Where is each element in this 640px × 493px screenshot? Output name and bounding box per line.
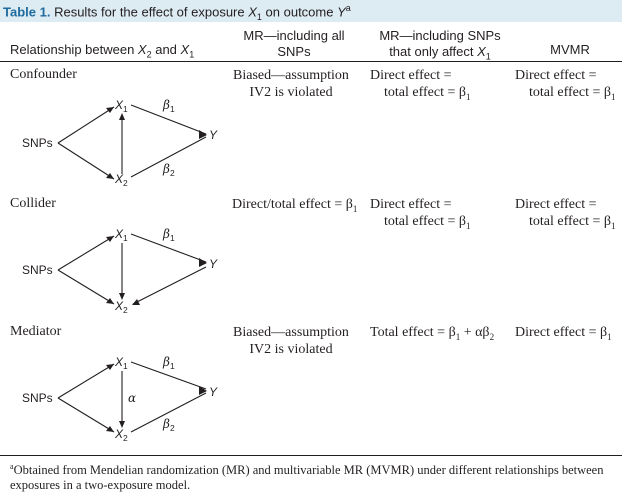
arrow-snps-x1 — [106, 107, 114, 113]
arrow-snps-x2 — [106, 426, 114, 432]
beta1-label: β1 — [162, 98, 175, 114]
node-x2: X2 — [114, 427, 128, 443]
arrow-to-y — [199, 130, 207, 139]
header-mr-all-line1: MR—including all — [243, 28, 345, 43]
edge-x1-y — [130, 104, 207, 135]
row-confounder-mr-snps: Direct effect = total effect = β1 — [370, 68, 471, 102]
header-mr-all-line2: SNPs — [277, 44, 311, 59]
beta1-label: β1 — [162, 355, 175, 371]
arrow-x1-x2 — [119, 421, 125, 428]
header-mr-snps: MR—including SNPs that only affect X1 — [365, 28, 515, 65]
edge-x1-y — [130, 233, 207, 263]
arrow-snps-x1 — [106, 364, 114, 370]
collider-diagram: SNPs X1 X2 Y β1 — [22, 227, 218, 315]
header-rel-pre: Relationship between — [10, 42, 138, 57]
footnote-text: Obtained from Mendelian randomization (M… — [10, 463, 604, 493]
edge-y-x2 — [132, 266, 207, 305]
node-y: Y — [209, 385, 218, 399]
header-rel-x2-sub: 2 — [146, 49, 152, 60]
arrow-x1-x2 — [119, 293, 125, 300]
snps-label: SNPs — [22, 263, 53, 277]
arrow-snps-x2 — [106, 298, 114, 304]
header-rule — [0, 61, 622, 62]
arrow-snps-x1 — [106, 236, 114, 242]
row-mediator-mvmr: Direct effect = β1 — [515, 325, 612, 342]
mediator-diagram: SNPs X1 X2 α Y β1 β2 — [22, 355, 218, 443]
arrow-y-x2 — [132, 299, 140, 305]
caption-sup: a — [345, 3, 351, 13]
row-mediator-mr-all: Biased—assumption IV2 is violated — [233, 325, 349, 357]
alpha-label: α — [128, 391, 136, 405]
arrow-snps-x2 — [106, 173, 114, 179]
edge-snps-x1 — [57, 106, 115, 144]
edge-x2-y — [130, 392, 207, 433]
caption-y: Y — [337, 4, 346, 20]
caption-pre: Results for the effect of exposure — [54, 4, 249, 20]
row-confounder-mvmr: Direct effect = total effect = β1 — [515, 68, 616, 102]
row-mediator-mr-snps: Total effect = β1 + αβ2 — [370, 325, 495, 342]
header-mr-snps-line2: that only affect X1 — [389, 44, 491, 62]
header-rel-x2: X — [137, 42, 147, 57]
node-x1: X1 — [114, 98, 128, 114]
row-confounder-label: Confounder — [10, 67, 77, 82]
node-y: Y — [209, 128, 218, 142]
table-caption: Table 1. Results for the effect of expos… — [3, 3, 351, 22]
node-x1: X1 — [114, 355, 128, 371]
header-relationship: Relationship between X2 and X1 — [10, 42, 194, 63]
edge-snps-x1 — [57, 235, 115, 271]
edge-x1-y — [130, 361, 207, 390]
beta2-label: β2 — [162, 417, 175, 433]
edge-snps-x1 — [57, 363, 115, 399]
row-collider-mvmr: Direct effect = total effect = β1 — [515, 197, 616, 231]
beta1-label: β1 — [162, 227, 175, 243]
snps-label: SNPs — [22, 391, 53, 405]
header-rel-and: and — [151, 42, 181, 57]
confounder-diagram: SNPs X1 X2 Y β1 β2 — [22, 98, 218, 188]
edge-x2-y — [130, 136, 207, 178]
header-rel-x1-sub: 1 — [189, 49, 195, 60]
snps-label: SNPs — [22, 136, 53, 150]
caption-x-sub: 1 — [256, 11, 262, 22]
node-y: Y — [209, 257, 218, 271]
row-mediator-label: Mediator — [10, 324, 62, 339]
table-caption-bar — [0, 0, 622, 22]
row-collider-label: Collider — [10, 196, 56, 211]
header-rel-x1: X — [180, 42, 190, 57]
node-x1: X1 — [114, 227, 128, 243]
header-mvmr: MVMR — [550, 42, 590, 57]
arrow-x1-y — [199, 258, 207, 267]
row-collider-mr-all: Direct/total effect = β1 — [232, 197, 358, 214]
edge-snps-x2 — [57, 142, 115, 180]
arrow-to-y — [199, 386, 207, 395]
header-mr-snps-line1: MR—including SNPs — [379, 28, 501, 43]
table-label: Table 1. — [3, 4, 51, 20]
node-x2: X2 — [114, 172, 128, 188]
edge-snps-x2 — [57, 397, 115, 433]
edge-snps-x2 — [57, 269, 115, 305]
footer-rule — [0, 455, 622, 456]
table-footnote: aObtained from Mendelian randomization (… — [10, 459, 620, 493]
row-collider-mr-snps: Direct effect = total effect = β1 — [370, 197, 471, 231]
footnote-marker: a — [10, 462, 14, 471]
row-confounder-mr-all: Biased—assumption IV2 is violated — [233, 68, 349, 100]
caption-x: X — [248, 4, 257, 20]
beta2-label: β2 — [162, 162, 175, 178]
header-mr-all: MR—including all SNPs — [228, 28, 360, 60]
arrow-x2-x1 — [119, 113, 125, 120]
node-x2: X2 — [114, 299, 128, 315]
caption-mid: on outcome — [261, 4, 338, 20]
